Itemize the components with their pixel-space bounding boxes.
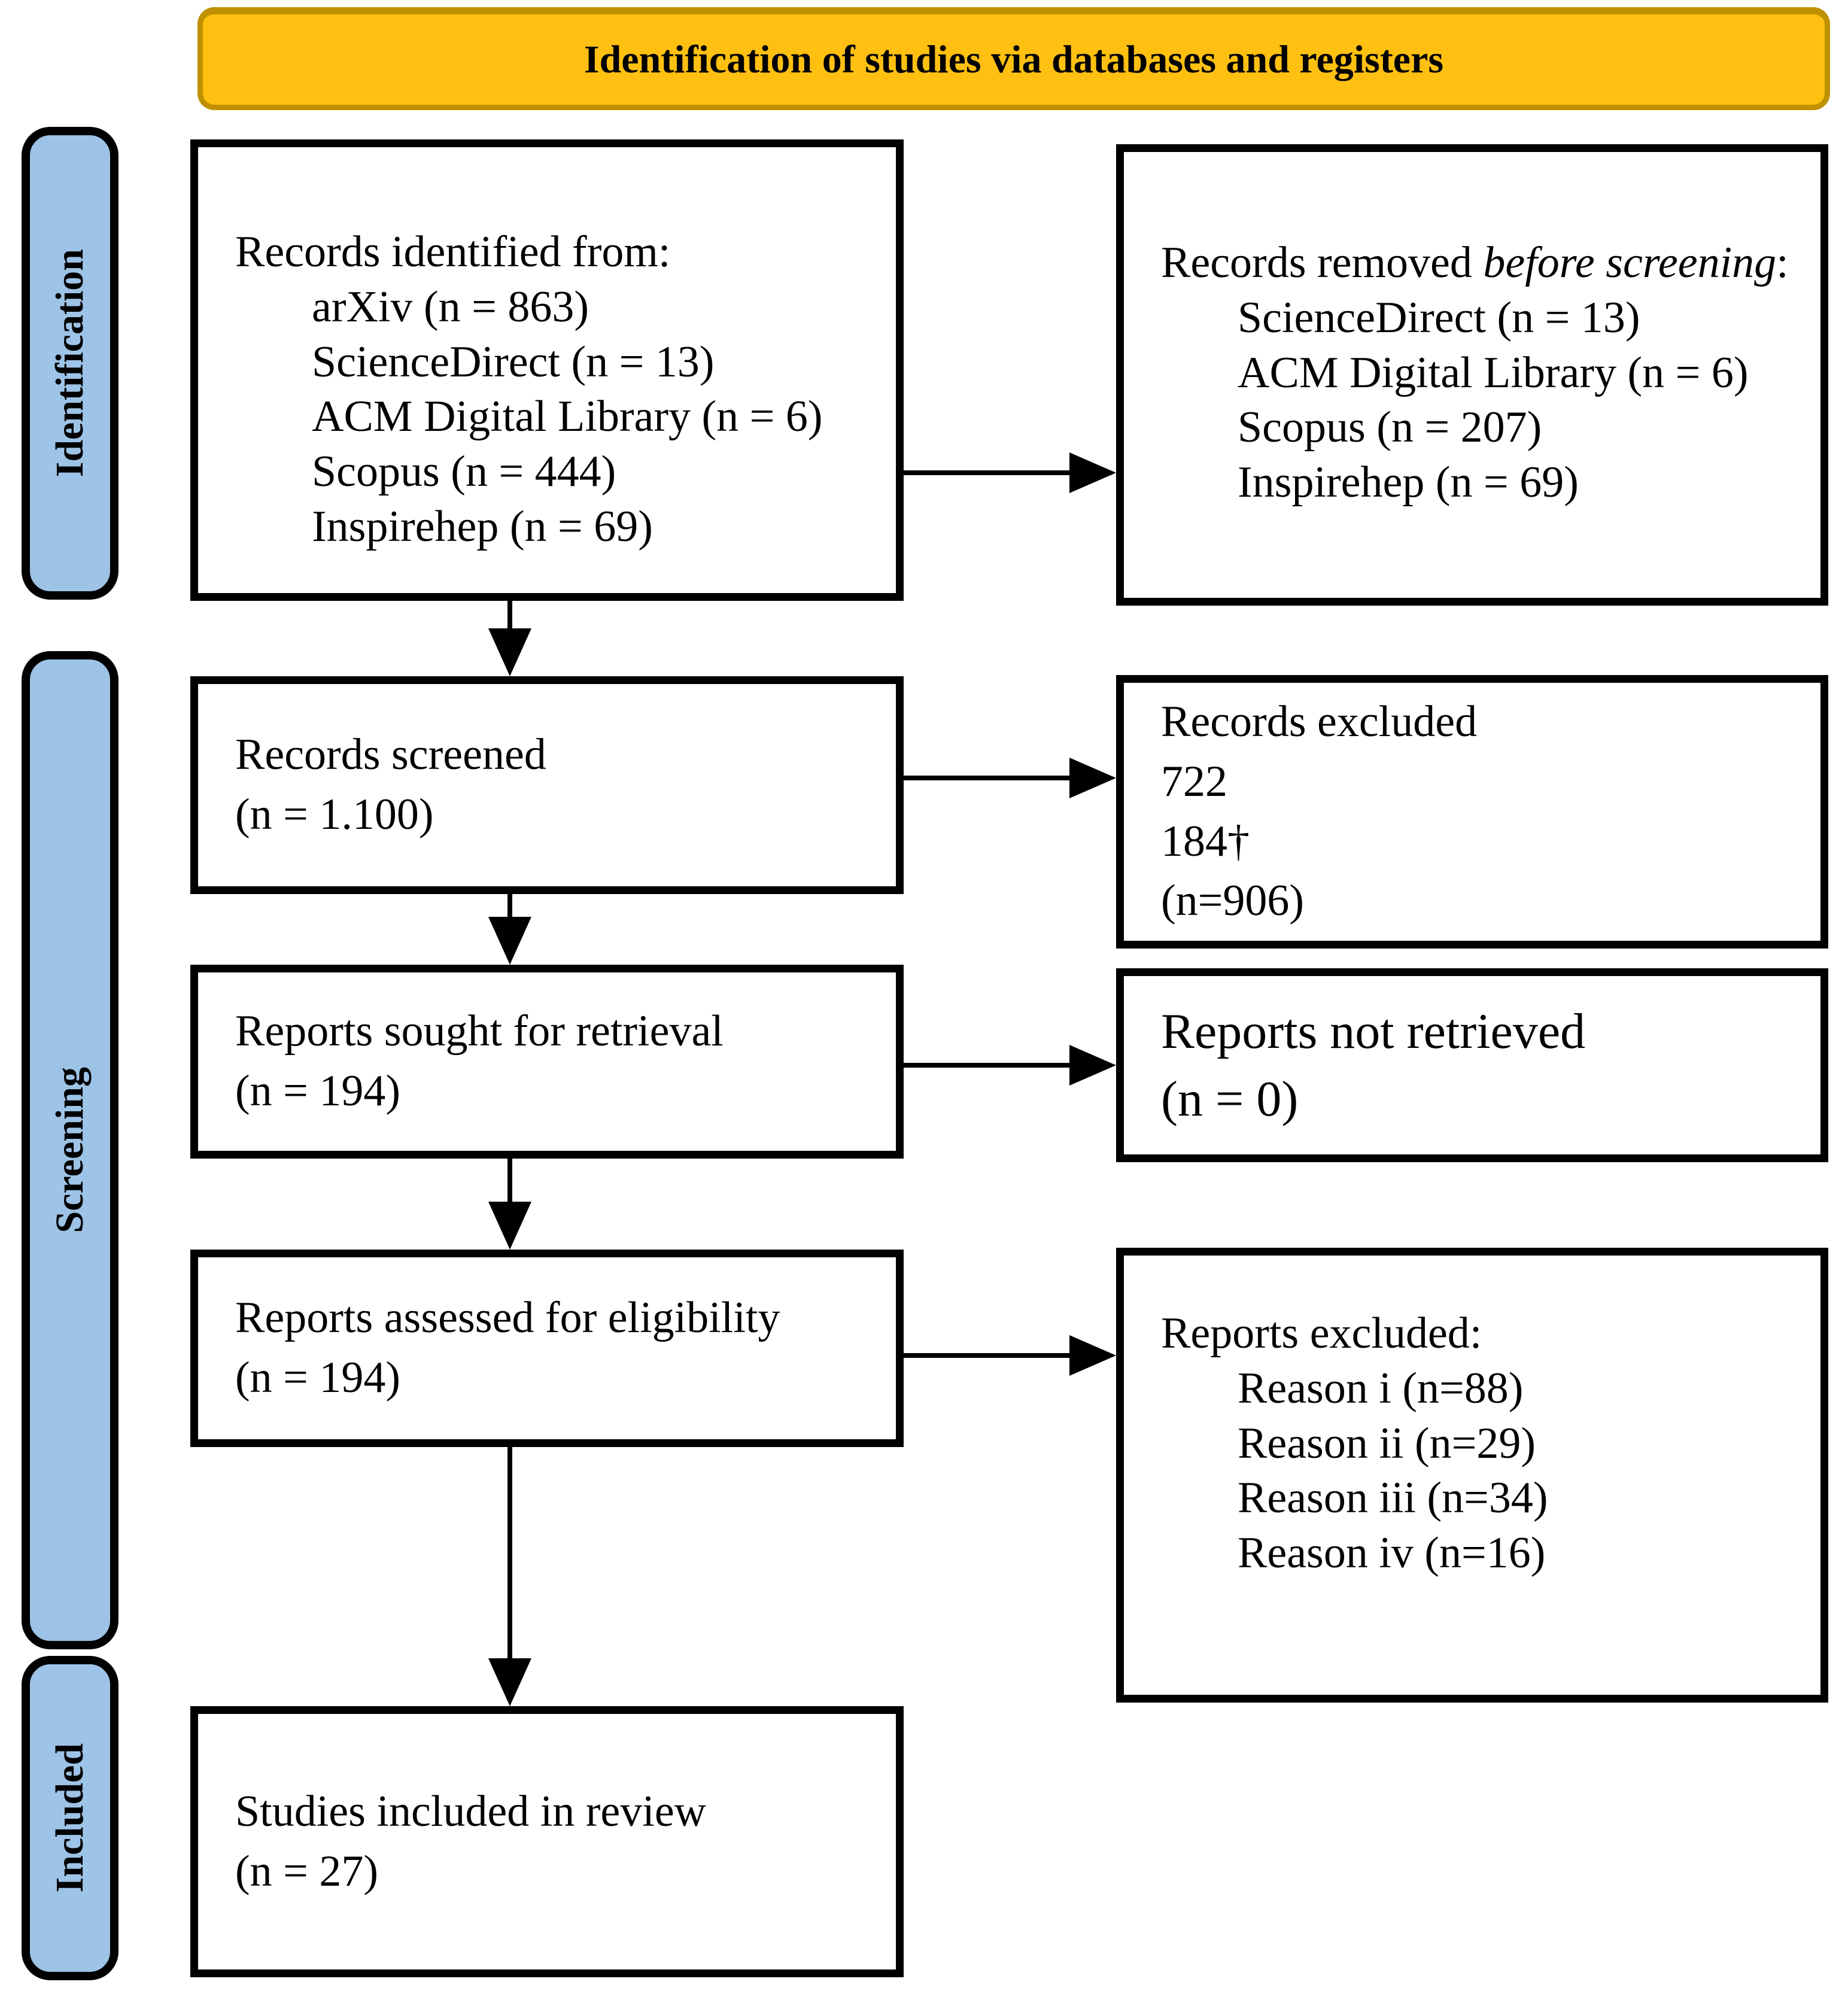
arrowhead-right-icon [1069,1045,1116,1086]
records-removed-title: Records removed before screening: [1161,238,1789,287]
records-identified-item: ScienceDirect (n = 13) [312,337,715,387]
screening-stage-bar: Screening [22,651,118,1649]
arrowhead-down-icon [488,628,531,676]
arrow-line [904,776,1071,780]
records-excluded-box: Records excluded 722 184† (n=906) [1116,675,1828,949]
arrow-line [904,470,1071,475]
records-identified-item: Scopus (n = 444) [312,447,616,496]
arrowhead-right-icon [1069,452,1116,493]
arrowhead-down-icon [488,1658,531,1706]
identification-stage-bar: Identification [22,127,118,600]
studies-included-box: Studies included in review (n = 27) [190,1706,904,1977]
identification-stage-label: Identification [48,249,92,478]
records-removed-box: Records removed before screening: Scienc… [1116,144,1828,606]
records-identified-title: Records identified from: [235,227,671,276]
records-removed-title-italic: before screening [1483,238,1777,287]
records-excluded-line: 722 [1161,756,1227,806]
records-removed-item: Inspirehep (n = 69) [1238,458,1579,507]
arrow-line [507,601,512,631]
records-identified-item: arXiv (n = 863) [312,282,589,332]
reports-not-retrieved-line: Reports not retrieved [1161,1003,1586,1059]
arrow-line [904,1353,1071,1358]
reports-assessed-box: Reports assessed for eligibility (n = 19… [190,1250,904,1447]
records-removed-item: ScienceDirect (n = 13) [1238,293,1640,342]
arrowhead-right-icon [1069,1335,1116,1376]
records-identified-box: Records identified from: arXiv (n = 863)… [190,139,904,601]
records-identified-item: Inspirehep (n = 69) [312,501,653,551]
included-stage-label: Included [48,1743,92,1893]
included-stage-bar: Included [22,1656,118,1980]
reports-excluded-item: Reason iv (n=16) [1238,1528,1546,1577]
records-screened-line: Records screened [235,730,546,780]
reports-excluded-item: Reason ii (n=29) [1238,1418,1536,1468]
reports-excluded-item: Reason iii (n=34) [1238,1473,1548,1523]
records-excluded-line: Records excluded [1161,697,1478,746]
records-removed-item: Scopus (n = 207) [1238,403,1542,452]
arrowhead-down-icon [488,1202,531,1250]
studies-included-line: (n = 27) [235,1846,379,1896]
reports-excluded-title: Reports excluded: [1161,1309,1482,1358]
reports-assessed-line: Reports assessed for eligibility [235,1293,780,1343]
screening-stage-label: Screening [48,1067,92,1233]
reports-excluded-box: Reports excluded: Reason i (n=88) Reason… [1116,1248,1828,1703]
reports-not-retrieved-line: (n = 0) [1161,1071,1299,1127]
studies-included-line: Studies included in review [235,1786,707,1836]
records-excluded-line: 184† [1161,816,1250,866]
arrow-line [507,1159,512,1204]
reports-not-retrieved-box: Reports not retrieved (n = 0) [1116,968,1828,1162]
banner-title: Identification of studies via databases … [583,37,1444,81]
records-screened-box: Records screened (n = 1.100) [190,676,904,894]
records-screened-line: (n = 1.100) [235,790,434,839]
banner: Identification of studies via databases … [197,7,1830,110]
reports-assessed-line: (n = 194) [235,1353,401,1402]
records-excluded-line: (n=906) [1161,876,1305,926]
arrow-line [507,1447,512,1661]
reports-sought-line: Reports sought for retrieval [235,1007,724,1056]
arrow-line [507,894,512,919]
reports-sought-box: Reports sought for retrieval (n = 194) [190,965,904,1159]
arrow-line [904,1063,1071,1068]
records-removed-item: ACM Digital Library (n = 6) [1238,348,1749,397]
arrowhead-right-icon [1069,758,1116,798]
reports-sought-line: (n = 194) [235,1066,401,1115]
reports-excluded-item: Reason i (n=88) [1238,1363,1524,1413]
records-identified-item: ACM Digital Library (n = 6) [312,392,823,442]
arrowhead-down-icon [488,917,531,965]
